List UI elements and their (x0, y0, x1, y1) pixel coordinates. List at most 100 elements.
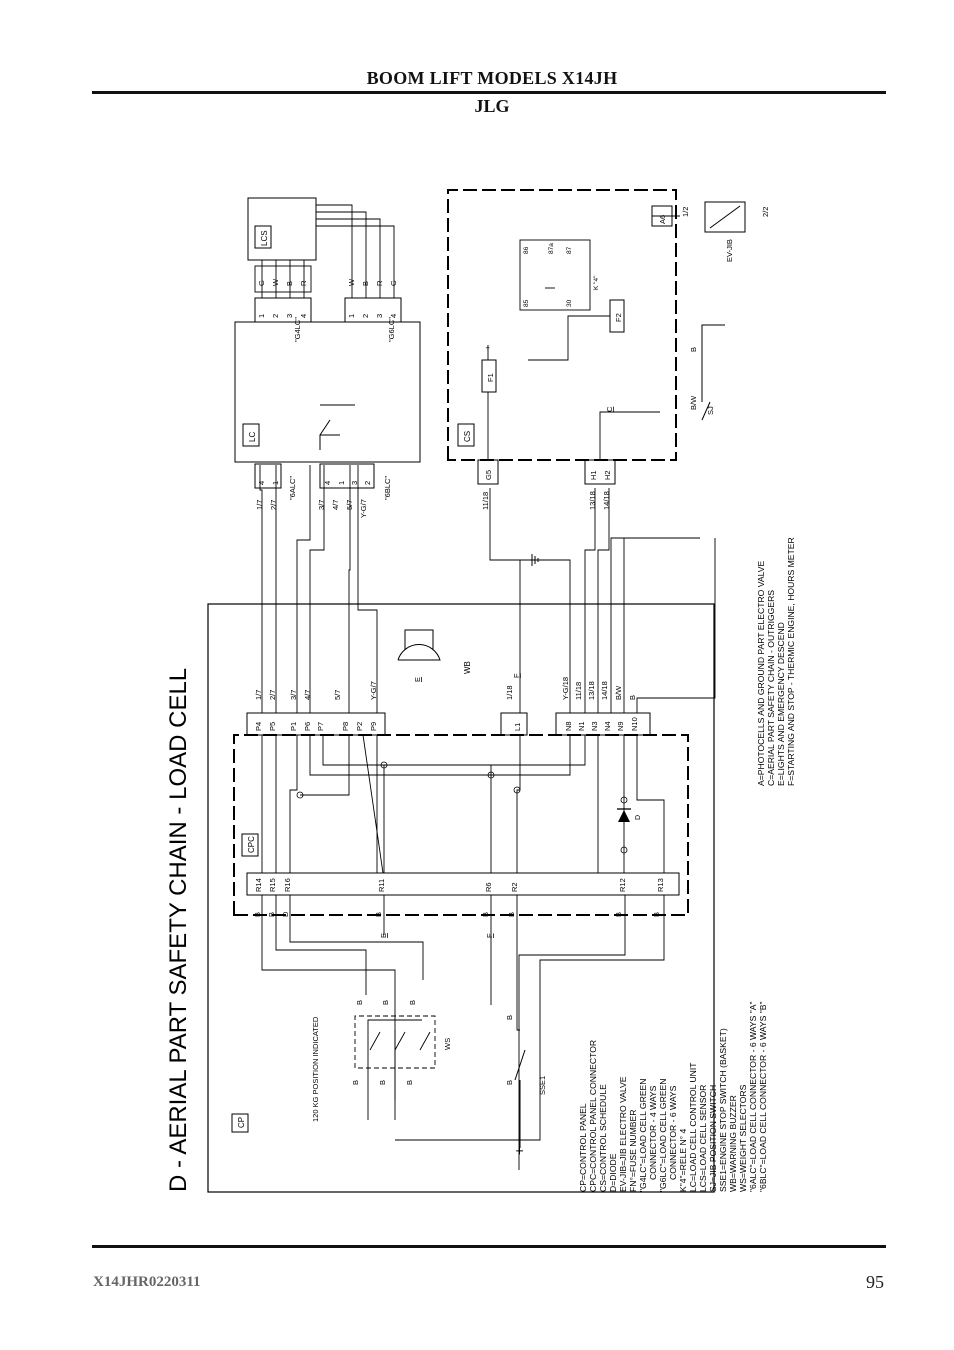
wire-label: Y-G/18 (561, 677, 570, 700)
lc-pin: 4 (257, 481, 266, 485)
cpc-pin: P6 (303, 722, 312, 731)
ev-jib: EV-JIB 2/2 (704, 201, 770, 262)
legend-item: "G6LC"=LOAD CELL GREEN (658, 1079, 668, 1193)
wire-label: 5/7 (345, 500, 354, 510)
ws-wire: B (405, 1080, 414, 1085)
legend-item: "G4LC"=LOAD CELL GREEN (638, 1079, 648, 1193)
sj-label: SJ (706, 406, 715, 415)
cs-fuses: F1 F2 + (481, 299, 625, 393)
cpc-pin: R13 (656, 878, 665, 892)
legend-item: CONNECTOR - 6 WAYS (668, 1085, 678, 1180)
cpc-pin: R2 (510, 882, 519, 892)
cs-wire: 14/18 (602, 491, 611, 510)
lcs-label: LCS (260, 230, 269, 246)
wire-label: 14/18 (600, 681, 609, 700)
footer-rule (92, 1245, 886, 1248)
cpc-pin: R6 (484, 882, 493, 892)
g4lc-color: B (285, 281, 294, 286)
cp-box (207, 603, 715, 1193)
legend-item: SSE1=ENGINE STOP SWITCH (BASKET) (718, 1028, 728, 1192)
legend-item: LC=LOAD CELL CONTROL UNIT (688, 1062, 698, 1192)
cpc-crossover-marks (296, 761, 628, 854)
circuit-letter-e: E (379, 933, 388, 938)
cs-label-box (457, 423, 475, 447)
circuit-letter-marks: E F F (379, 673, 521, 938)
cs-pin: H1 (589, 470, 598, 480)
document-code: X14JHR0220311 (93, 1274, 201, 1290)
cs-label: CS (463, 431, 472, 442)
fuse-f2: F2 (614, 313, 623, 322)
g6lc-pin: 2 (361, 314, 370, 318)
manual-header-brand: JLG (474, 96, 510, 116)
circuit-c: C (605, 406, 614, 412)
g6lc-connector: 1 2 3 4 "G6LC" W B R G (344, 278, 402, 342)
legend-item: WS=WEIGHT SELECTORS (738, 1084, 748, 1192)
lc-box (234, 321, 421, 463)
circuit-item: F=STARTING AND STOP - THERMIC ENGINE, HO… (786, 537, 796, 786)
plus-sign: + (483, 345, 492, 350)
abbreviation-legend: CP=CONTROL PANEL CPC=CONTROL PANEL CONNE… (578, 1001, 768, 1192)
g6lc-pin: 3 (375, 314, 384, 318)
wire-label: 2/2 (761, 207, 770, 217)
ws-labels: 120 KG POSITION INDICATED WS B B B B B B (311, 1000, 452, 1122)
page-number: 95 (866, 1272, 884, 1292)
conn-label: "G6LC" (387, 317, 396, 342)
ws-wire: B (355, 1000, 364, 1005)
wire-label: B (374, 912, 383, 917)
lcs-label-box (254, 225, 272, 249)
weight-selectors (354, 1015, 436, 1120)
lc-wire-labels: 1/7 2/7 3/7 4/7 5/7 Y-G/7 (255, 499, 368, 518)
legend-item: CP=CONTROL PANEL (578, 1103, 588, 1192)
cpc-pin: N3 (590, 721, 599, 731)
header-rule (92, 91, 886, 94)
sse1-wire: B (505, 1080, 514, 1085)
wire-label: B (267, 912, 276, 917)
warning-buzzer: WB E (397, 629, 472, 682)
cs-pins: G5 H1 H2 11/18 13/18 14/18 A6 1/2 C (477, 205, 690, 510)
manual-header-title: BOOM LIFT MODELS X14JH (366, 68, 618, 88)
cs-wire: 13/18 (588, 491, 597, 510)
ev-jib-label: EV-JIB (725, 239, 734, 262)
wire-label: 5/7 (333, 690, 342, 700)
wire-label: 2/7 (269, 500, 278, 510)
wire-label: 3/7 (289, 690, 298, 700)
cpc-pin: P2 (355, 722, 364, 731)
g4lc-color: W (271, 278, 280, 286)
relay-pin: 86 (523, 246, 530, 254)
diode-symbol: D (617, 808, 642, 822)
cpc-box (233, 734, 689, 916)
relay-k4: K "4" 86 87a 87 85 30 (523, 243, 600, 307)
ws-label: WS (443, 1038, 452, 1050)
diagram-title: D - AERIAL PART SAFETY CHAIN - LOAD CELL (165, 668, 192, 1192)
cs-pin: G5 (484, 470, 493, 480)
legend-item: CONNECTOR - 4 WAYS (648, 1085, 658, 1180)
cpc-label: CPC (247, 836, 256, 853)
cs-wire: 11/18 (481, 492, 490, 510)
lc-relay-switch (319, 404, 355, 450)
ground-symbol (520, 554, 539, 566)
relay-pin: 87 (566, 246, 573, 254)
external-wiring (259, 465, 716, 1170)
g4lc-pin: 2 (271, 314, 280, 318)
wire-label: 2/7 (268, 690, 277, 700)
relay-pin: 85 (523, 299, 530, 307)
conn-label: "6ALC" (288, 476, 297, 500)
legend-item: K"4"=RELE N° 4 (678, 1129, 688, 1192)
wire-label: B (481, 912, 490, 917)
cp-label: CP (237, 1117, 246, 1128)
cpc-bottom-pins: R14 R15 R16 R11 R6 R2 R12 R13 (254, 878, 665, 892)
g6lc-color: G (389, 280, 398, 286)
wire-label: 4/7 (331, 500, 340, 510)
lc-connector-a: 4 1 "6ALC" (254, 463, 297, 500)
conn-label: "G4LC" (293, 317, 302, 342)
cs-wiring (487, 215, 680, 460)
cpc-pin: P1 (289, 722, 298, 731)
ws-wire: B (408, 1000, 417, 1005)
cpc-pin: N4 (603, 721, 612, 731)
conn-label: "6BLC" (383, 476, 392, 500)
wire-label: B/W (614, 685, 623, 700)
legend-item: WB=WARNING BUZZER (728, 1095, 738, 1192)
ws-wire: B (381, 1000, 390, 1005)
cpc-top-wire-labels: 1/7 2/7 3/7 4/7 5/7 Y-G/7 1/18 Y-G/18 11… (254, 677, 637, 700)
wire-label: Y-G/7 (359, 499, 368, 518)
